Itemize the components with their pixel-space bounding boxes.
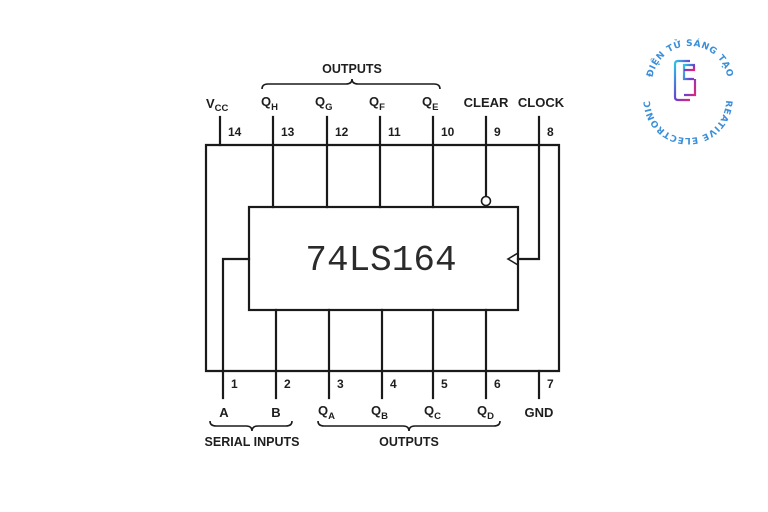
logo-e-icon bbox=[673, 59, 697, 102]
pin-number-11: 11 bbox=[388, 125, 401, 139]
pin-number-2: 2 bbox=[284, 377, 291, 391]
signal-a: A bbox=[219, 405, 229, 420]
pin-number-5: 5 bbox=[441, 377, 448, 391]
bottom-outputs-group: OUTPUTS bbox=[317, 420, 501, 449]
package-outline bbox=[204, 143, 561, 373]
brand-logo: ĐIỆN TỬ SÁNG TẠO CREATIVE ELECTRONICS bbox=[643, 37, 768, 191]
pin-number-6: 6 bbox=[494, 377, 501, 391]
signal-qh: QH bbox=[261, 94, 278, 113]
pin-number-7: 7 bbox=[547, 377, 554, 391]
signal-qc: QC bbox=[424, 403, 441, 422]
pin-number-13: 13 bbox=[281, 125, 295, 139]
logo-bottom-text: CREATIVE ELECTRONICS bbox=[643, 100, 768, 191]
pin-number-10: 10 bbox=[441, 125, 455, 139]
serial-inputs-brace bbox=[209, 420, 293, 432]
signal-qd: QD bbox=[477, 403, 494, 422]
clear-inversion-bubble bbox=[480, 195, 492, 207]
top-signal-names: VCC QH QG QF QE CLEAR CLOCK bbox=[206, 94, 565, 114]
signal-qa: QA bbox=[318, 403, 335, 422]
clock-edge-triangle bbox=[506, 252, 519, 266]
top-pin-wiring bbox=[218, 115, 541, 266]
bottom-pin-wiring bbox=[221, 257, 541, 400]
serial-inputs-group: SERIAL INPUTS bbox=[205, 420, 300, 449]
pin-number-14: 14 bbox=[228, 125, 242, 139]
pin-number-9: 9 bbox=[494, 125, 501, 139]
logo-top-text: ĐIỆN TỬ SÁNG TẠO bbox=[646, 37, 735, 78]
signal-qg: QG bbox=[315, 94, 333, 113]
serial-inputs-label: SERIAL INPUTS bbox=[205, 435, 300, 449]
signal-gnd: GND bbox=[525, 405, 554, 420]
bottom-outputs-brace bbox=[317, 420, 501, 432]
pin-number-1: 1 bbox=[231, 377, 238, 391]
signal-qb: QB bbox=[371, 403, 388, 422]
signal-b: B bbox=[271, 405, 280, 420]
signal-qe: QE bbox=[422, 94, 438, 113]
pin-number-8: 8 bbox=[547, 125, 554, 139]
signal-clock: CLOCK bbox=[518, 95, 565, 110]
pin-number-4: 4 bbox=[390, 377, 397, 391]
top-outputs-group: OUTPUTS bbox=[261, 62, 441, 90]
top-outputs-brace bbox=[261, 78, 441, 90]
bottom-signal-names: A B QA QB QC QD GND bbox=[219, 403, 553, 422]
signal-qf: QF bbox=[369, 94, 385, 113]
signal-clear: CLEAR bbox=[464, 95, 509, 110]
bottom-pin-numbers: 1 2 3 4 5 6 7 bbox=[231, 377, 554, 391]
logic-block: 74LS164 bbox=[247, 205, 520, 312]
top-pin-numbers: 14 13 12 11 10 9 8 bbox=[228, 125, 554, 139]
pin-number-3: 3 bbox=[337, 377, 344, 391]
chip-part-number: 74LS164 bbox=[305, 240, 456, 281]
top-outputs-label: OUTPUTS bbox=[322, 62, 382, 76]
pin-number-12: 12 bbox=[335, 125, 349, 139]
signal-vcc: VCC bbox=[206, 96, 229, 114]
bottom-outputs-label: OUTPUTS bbox=[379, 435, 439, 449]
